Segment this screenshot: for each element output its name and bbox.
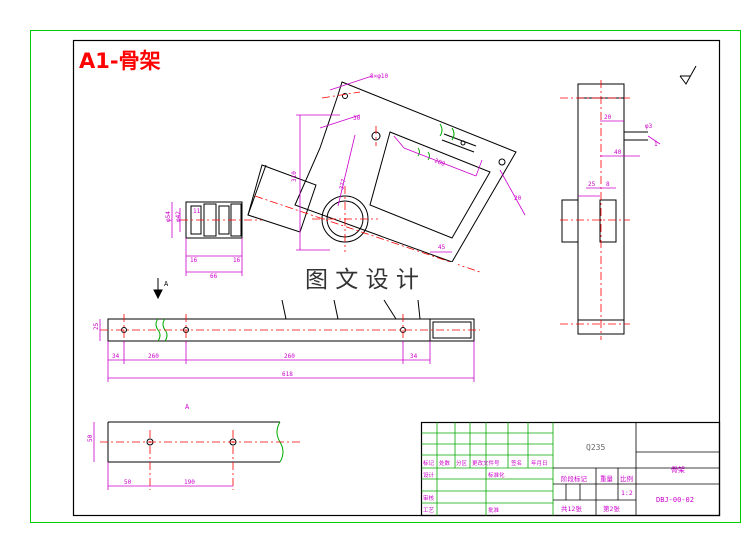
title-block [420, 421, 721, 517]
outer-border [30, 30, 741, 523]
svg-text:设计: 设计 [423, 471, 435, 479]
svg-text:16: 16 [233, 257, 241, 264]
view-a-centerline [100, 430, 300, 490]
side-dim-lines [578, 120, 661, 197]
view-a-dim-text: 50 50 190 [87, 434, 195, 486]
svg-text:50: 50 [124, 479, 132, 486]
surface-roughness-symbol [679, 65, 697, 85]
svg-text:年月日: 年月日 [531, 459, 548, 467]
rail-dim-lines [99, 319, 475, 382]
svg-text:25: 25 [588, 181, 596, 188]
watermark: 图 文 设 计 [305, 267, 419, 293]
material-label: Q235 [586, 443, 605, 452]
side-view [561, 83, 648, 335]
rail-dim-text: 25 34 260 260 34 618 [93, 322, 418, 378]
svg-text:40: 40 [614, 149, 622, 156]
svg-text:11: 11 [193, 208, 201, 215]
svg-text:260: 260 [284, 353, 295, 360]
svg-text:分区: 分区 [456, 459, 468, 467]
svg-text:标准化: 标准化 [488, 471, 505, 479]
svg-text:25: 25 [93, 322, 100, 330]
main-dimensions [296, 75, 526, 253]
svg-text:34: 34 [112, 353, 120, 360]
svg-text:φ3: φ3 [645, 123, 653, 130]
part-name: 骨架 [671, 466, 685, 474]
left-arm [247, 164, 317, 233]
svg-text:16: 16 [190, 257, 198, 264]
left-detail-dim-text: φ54 φ42 11 16 66 16 [165, 208, 241, 280]
svg-text:618: 618 [282, 371, 293, 378]
frame-window [369, 131, 491, 239]
side-centerlines [560, 80, 630, 340]
main-dimension-text: 8×φ10 30 200 310 377 45 20 [291, 73, 522, 251]
title-block-text: Q235 骨架 DBJ-00-02 阶段标记 重量 比例 1:2 共12张 第2… [423, 443, 694, 514]
svg-text:50: 50 [87, 434, 94, 442]
inner-frame [72, 39, 721, 517]
frame-outline [294, 81, 517, 263]
watermark-bg [298, 262, 458, 294]
svg-text:190: 190 [184, 479, 195, 486]
side-dim-text: 20 40 φ3 1 25 8 [588, 114, 658, 188]
svg-text:比例: 比例 [620, 474, 633, 483]
svg-text:260: 260 [148, 353, 159, 360]
section-a-arrow [153, 278, 163, 300]
svg-text:处数: 处数 [439, 459, 451, 467]
svg-text:φ42: φ42 [175, 211, 182, 222]
svg-text:标记: 标记 [423, 459, 435, 467]
svg-text:45: 45 [438, 244, 446, 251]
scale-value: 1:2 [621, 489, 633, 497]
svg-text:工艺: 工艺 [423, 507, 435, 514]
section-a-label: A [164, 280, 169, 288]
svg-text:8×φ10: 8×φ10 [370, 73, 388, 80]
svg-text:审核: 审核 [423, 494, 435, 502]
svg-text:1: 1 [654, 141, 658, 148]
svg-text:签名: 签名 [511, 459, 522, 467]
main-rotated-view [247, 81, 517, 263]
svg-text:30: 30 [353, 115, 361, 122]
svg-text:20: 20 [604, 114, 612, 121]
svg-text:200: 200 [433, 157, 446, 168]
main-centerlines [254, 91, 481, 273]
left-detail-dim-lines [171, 202, 243, 276]
svg-text:20: 20 [514, 195, 522, 202]
svg-text:66: 66 [210, 273, 218, 280]
drawing-number: DBJ-00-02 [656, 496, 694, 504]
svg-text:第2张: 第2张 [603, 504, 620, 513]
bottom-rail-view [107, 299, 475, 342]
svg-text:更改文件号: 更改文件号 [472, 459, 500, 467]
svg-text:8: 8 [606, 181, 610, 188]
svg-text:310: 310 [291, 171, 298, 182]
svg-text:批准: 批准 [488, 506, 500, 514]
svg-text:377: 377 [338, 178, 348, 191]
svg-text:φ54: φ54 [165, 211, 172, 222]
svg-text:34: 34 [410, 353, 418, 360]
svg-text:阶段标记: 阶段标记 [561, 474, 588, 483]
section-breaks [417, 123, 455, 161]
rail-centerline [100, 314, 480, 346]
svg-text:重量: 重量 [600, 475, 614, 483]
view-a-label: A [185, 403, 190, 411]
svg-text:共12张: 共12张 [561, 504, 582, 513]
view-a-dim-lines [93, 422, 233, 490]
drawing-title: A1-骨架 [79, 49, 161, 73]
